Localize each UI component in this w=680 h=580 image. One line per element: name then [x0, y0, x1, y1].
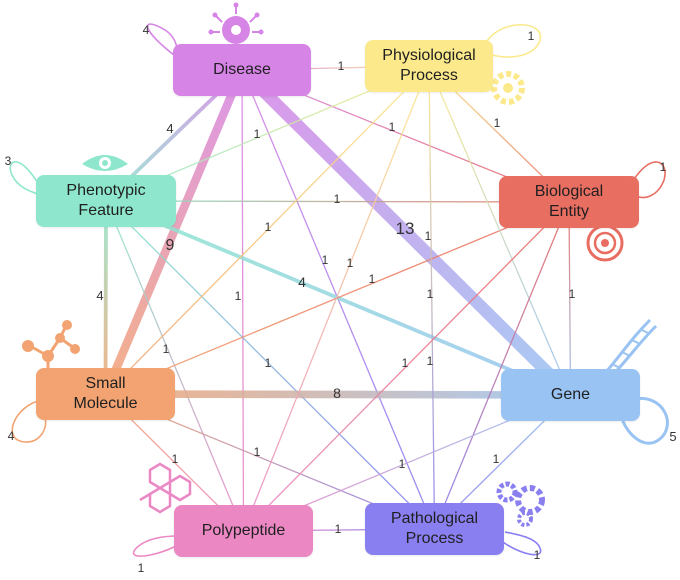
edge-label: 1 [254, 445, 261, 459]
self-loop-label: 5 [669, 429, 676, 444]
self-loop-label: 3 [5, 154, 12, 168]
edge-label: 1 [265, 356, 272, 370]
node-label: Gene [550, 386, 591, 403]
edge-disease-polypeptide [241, 69, 245, 532]
virus-icon [208, 2, 264, 44]
edge-biological-gene [568, 201, 572, 396]
edge-label: 4 [166, 121, 173, 136]
gear-icon [491, 71, 525, 105]
gears-icon [496, 481, 545, 527]
edge-label: 1 [389, 120, 396, 134]
node-phenotypic: Phenotypic Feature [36, 175, 176, 227]
edge-biological-polypeptide [243, 201, 570, 532]
edge-label: 1 [402, 356, 409, 370]
eye-icon [82, 155, 128, 171]
self-loop-physiological [484, 23, 541, 58]
edge-physiological-gene [428, 65, 572, 396]
node-physiological: Physiological Process [365, 40, 493, 92]
node-label: Small Molecule [73, 375, 138, 412]
small-molecule-icon [22, 320, 80, 370]
node-gene: Gene [501, 369, 640, 421]
node-smallmol: Small Molecule [36, 368, 175, 420]
self-loop-biological [629, 161, 666, 199]
edge-label: 1 [494, 116, 501, 130]
node-label: Phenotypic Feature [66, 182, 146, 219]
self-loop-label: 1 [528, 29, 535, 43]
self-loops: 4 1 1 5 1 1 4 3 [5, 23, 677, 575]
dna-icon [604, 318, 658, 378]
edge-label: 1 [172, 452, 179, 466]
edge-label: 1 [254, 127, 261, 141]
edge-label: 1 [425, 229, 432, 243]
self-loop-gene [620, 396, 669, 445]
edge-label: 1 [427, 354, 434, 368]
node-biological: Biological Entity [499, 176, 639, 228]
edge-biological-pathological [433, 201, 570, 530]
edge-label: 1 [427, 287, 434, 301]
edge-smallmol-gene [105, 390, 571, 399]
edge-label: 1 [334, 192, 341, 206]
rose-icon [586, 224, 624, 262]
node-label: Pathological Process [390, 510, 479, 547]
node-label: Disease [213, 61, 271, 78]
polypeptide-molecule-icon [139, 462, 192, 514]
node-icons [22, 2, 658, 527]
edge-label: 1 [569, 287, 576, 301]
node-pathological: Pathological Process [365, 503, 504, 555]
edge-label: 1 [347, 256, 354, 270]
edge-label: 1 [493, 452, 500, 466]
edge-phenotypic-biological [105, 200, 570, 203]
edge-label: 4 [298, 274, 306, 290]
self-loop-polypeptide [132, 535, 181, 557]
self-loop-phenotypic [9, 161, 43, 195]
edge-disease-smallmol [101, 68, 246, 396]
edge-disease-gene [237, 65, 575, 400]
edge-physiological-polypeptide [242, 65, 430, 532]
edge-label: 1 [235, 289, 242, 303]
node-label: Polypeptide [201, 522, 286, 539]
edge-label: 1 [369, 272, 376, 286]
node-label: Physiological Process [382, 47, 476, 84]
self-loop-smallmol [11, 399, 47, 443]
edge-phenotypic-smallmol [103, 200, 108, 395]
self-loop-label: 1 [138, 561, 145, 575]
edge-smallmol-biological [105, 201, 570, 395]
edge-label: 9 [166, 237, 175, 254]
edge-label: 13 [396, 219, 415, 238]
node-disease: Disease [173, 44, 311, 96]
edge-labels: 1 13 9 4 1 1 1 4 4 1 1 1 1 8 1 1 1 1 1 1 1 1 1 1 1 1 1 1 [96, 59, 575, 536]
self-loop-label: 4 [143, 23, 150, 37]
edge-label: 1 [399, 457, 406, 471]
edge-label: 1 [322, 253, 329, 267]
self-loop-label: 1 [660, 160, 667, 174]
edge-label: 4 [96, 288, 103, 303]
edge-label: 1 [163, 342, 170, 356]
node-polypeptide: Polypeptide [174, 505, 313, 557]
edge-label: 1 [338, 59, 345, 73]
self-loop-label: 1 [534, 548, 541, 562]
edge-label: 1 [335, 522, 342, 536]
node-label: Biological Entity [534, 183, 604, 220]
edge-smallmol-physiological [105, 65, 430, 395]
edge-label: 1 [265, 220, 272, 234]
self-loop-label: 4 [8, 429, 15, 443]
edge-label: 8 [333, 385, 341, 401]
self-loop-pathological [499, 531, 542, 556]
